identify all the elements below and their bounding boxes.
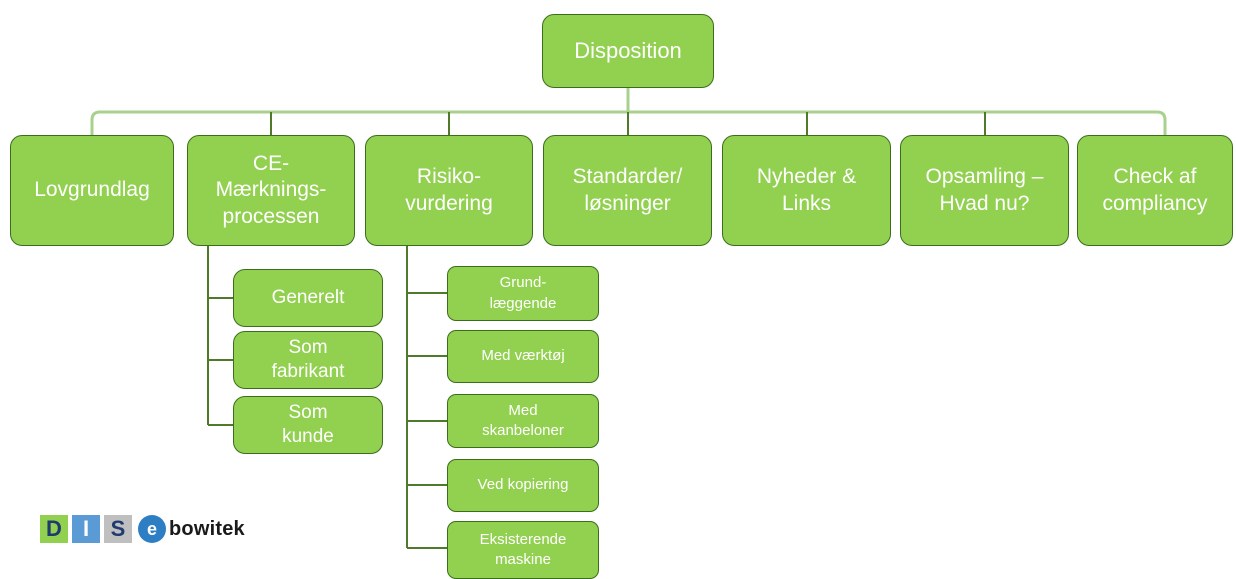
node-grundlaeggende[interactable]: Grund- læggende [447, 266, 599, 321]
logo-wordmark: bowitek [169, 517, 245, 540]
node-ce-maerkningsprocessen[interactable]: CE- Mærknings- processen [187, 135, 355, 246]
node-label: Check af compliancy [1102, 164, 1208, 215]
node-label: Som kunde [282, 402, 334, 447]
node-risikovurdering[interactable]: Risiko- vurdering [365, 135, 533, 246]
node-med-vaerktoej[interactable]: Med værktøj [447, 330, 599, 383]
node-som-kunde[interactable]: Som kunde [233, 396, 383, 454]
logo-letter-s: S [104, 515, 132, 543]
node-med-skanbeloner[interactable]: Med skanbeloner [447, 394, 599, 448]
root-node-disposition[interactable]: Disposition [542, 14, 714, 88]
node-label: Nyheder & Links [756, 164, 857, 215]
node-label: Lovgrundlag [34, 178, 150, 202]
logo-letter-i: I [72, 515, 100, 543]
node-lovgrundlag[interactable]: Lovgrundlag [10, 135, 174, 246]
root-label: Disposition [574, 38, 682, 63]
risiko-branch-connector [406, 246, 447, 549]
node-label: Grund- læggende [489, 274, 557, 312]
node-eksisterende-maskine[interactable]: Eksisterende maskine [447, 521, 599, 579]
node-label: Opsamling – Hvad nu? [925, 164, 1044, 215]
ce-branch-connector [207, 246, 233, 426]
node-label: Som fabrikant [271, 337, 345, 382]
logo-letter-d: D [40, 515, 68, 543]
node-label: Risiko- vurdering [405, 164, 493, 215]
node-ved-kopiering[interactable]: Ved kopiering [447, 459, 599, 512]
bowitek-mark-icon: e [138, 515, 166, 543]
node-label: Med værktøj [481, 347, 565, 365]
node-opsamling[interactable]: Opsamling – Hvad nu? [900, 135, 1069, 246]
node-label: Ved kopiering [477, 476, 569, 494]
node-label: CE- Mærknings- processen [215, 151, 327, 228]
node-label: Eksisterende maskine [479, 530, 567, 568]
node-label: Standarder/ løsninger [572, 164, 683, 215]
node-nyheder-links[interactable]: Nyheder & Links [722, 135, 891, 246]
node-label: Generelt [271, 287, 345, 309]
node-label: Med skanbeloner [482, 401, 564, 439]
node-standarder-loesninger[interactable]: Standarder/ løsninger [543, 135, 712, 246]
node-check-af-compliancy[interactable]: Check af compliancy [1077, 135, 1233, 246]
node-som-fabrikant[interactable]: Som fabrikant [233, 331, 383, 389]
node-generelt[interactable]: Generelt [233, 269, 383, 327]
dis-bowitek-logo: D I S e bowitek [40, 512, 245, 546]
